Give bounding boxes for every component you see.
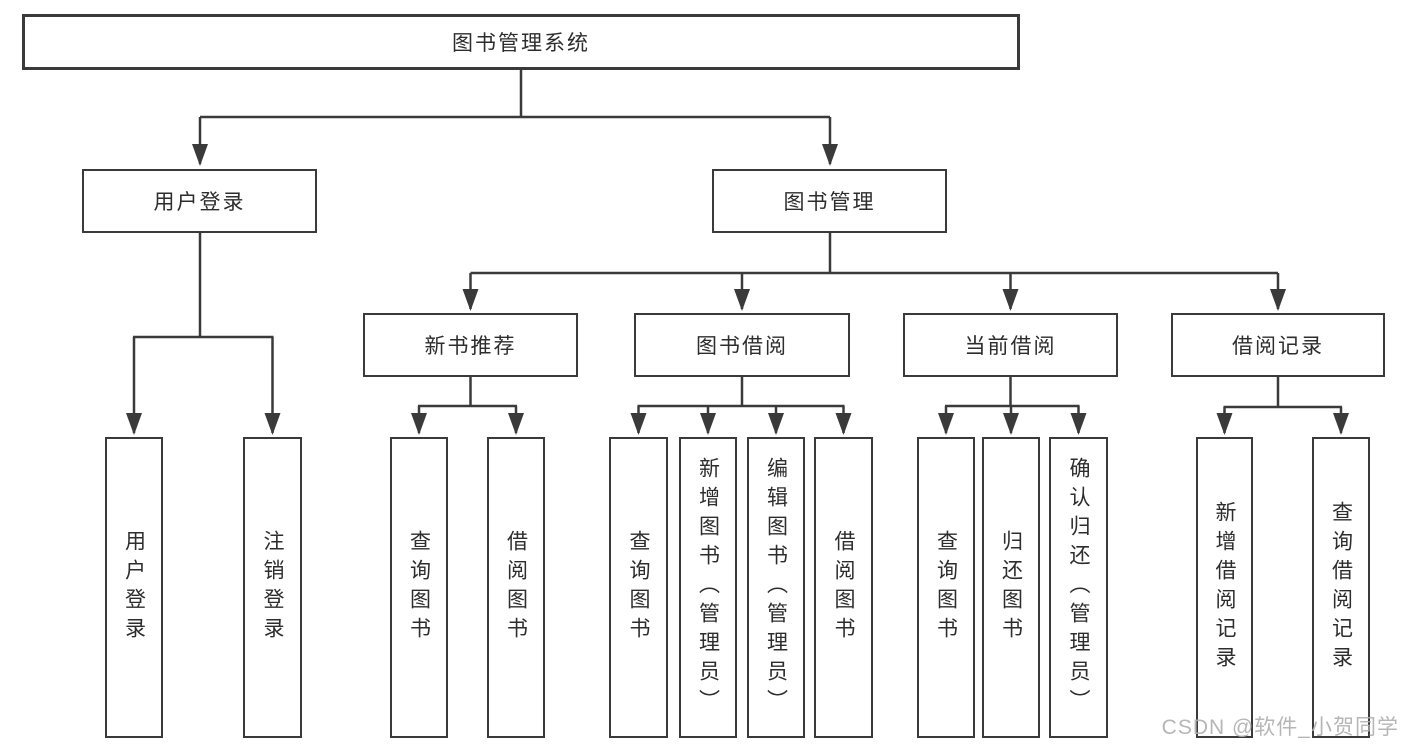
csdn-watermark: CSDN @软件_小贺同学 xyxy=(1161,716,1399,739)
leaf-query-books-current: 查询图书 xyxy=(917,437,975,738)
node-label: 新增借阅记录 xyxy=(1213,500,1236,675)
node-label: 查询图书 xyxy=(627,529,650,646)
node-label: 查询图书 xyxy=(407,529,431,646)
node-label: 查询借阅记录 xyxy=(1329,500,1353,675)
node-label: 借阅记录 xyxy=(1232,335,1324,358)
leaf-query-borrow-record: 查询借阅记录 xyxy=(1312,437,1370,738)
leaf-query-books-borrowing: 查询图书 xyxy=(609,437,668,738)
node-borrowing-records: 借阅记录 xyxy=(1171,313,1385,377)
node-current-borrowing: 当前借阅 xyxy=(903,313,1118,377)
node-label: 用户登录 xyxy=(122,529,146,646)
node-label: 图书管理系统 xyxy=(452,32,590,55)
leaf-add-borrow-record: 新增借阅记录 xyxy=(1196,437,1253,738)
leaf-return-books: 归还图书 xyxy=(982,437,1040,738)
node-label: 图书管理 xyxy=(783,191,876,214)
node-label: 借阅图书 xyxy=(504,529,528,646)
node-label: 确认归还（管理员） xyxy=(1067,457,1090,718)
node-user-login: 用户登录 xyxy=(82,169,317,233)
node-label: 查询图书 xyxy=(934,529,958,646)
node-book-borrowing: 图书借阅 xyxy=(634,313,850,377)
node-label: 编辑图书（管理员） xyxy=(764,457,788,718)
leaf-edit-books-admin: 编辑图书（管理员） xyxy=(747,437,805,738)
node-label: 图书借阅 xyxy=(696,335,788,358)
node-label: 用户登录 xyxy=(153,191,246,214)
node-library-management-system: 图书管理系统 xyxy=(22,14,1020,70)
node-label: 当前借阅 xyxy=(964,335,1057,358)
node-label: 借阅图书 xyxy=(832,529,855,646)
leaf-add-books-admin: 新增图书（管理员） xyxy=(679,437,737,738)
leaf-borrow-books-recommend: 借阅图书 xyxy=(487,437,545,738)
leaf-query-books-recommend: 查询图书 xyxy=(390,437,448,738)
leaf-confirm-return-admin: 确认归还（管理员） xyxy=(1049,437,1108,738)
node-label: 归还图书 xyxy=(999,529,1023,646)
leaf-borrow-books: 借阅图书 xyxy=(814,437,873,738)
node-new-book-recommend: 新书推荐 xyxy=(363,313,578,377)
node-label: 新增图书（管理员） xyxy=(696,457,720,718)
node-label: 新书推荐 xyxy=(424,335,517,358)
node-book-management: 图书管理 xyxy=(712,169,947,233)
leaf-logout: 注销登录 xyxy=(243,437,302,738)
node-label: 注销登录 xyxy=(261,529,284,646)
leaf-user-login: 用户登录 xyxy=(105,437,163,738)
